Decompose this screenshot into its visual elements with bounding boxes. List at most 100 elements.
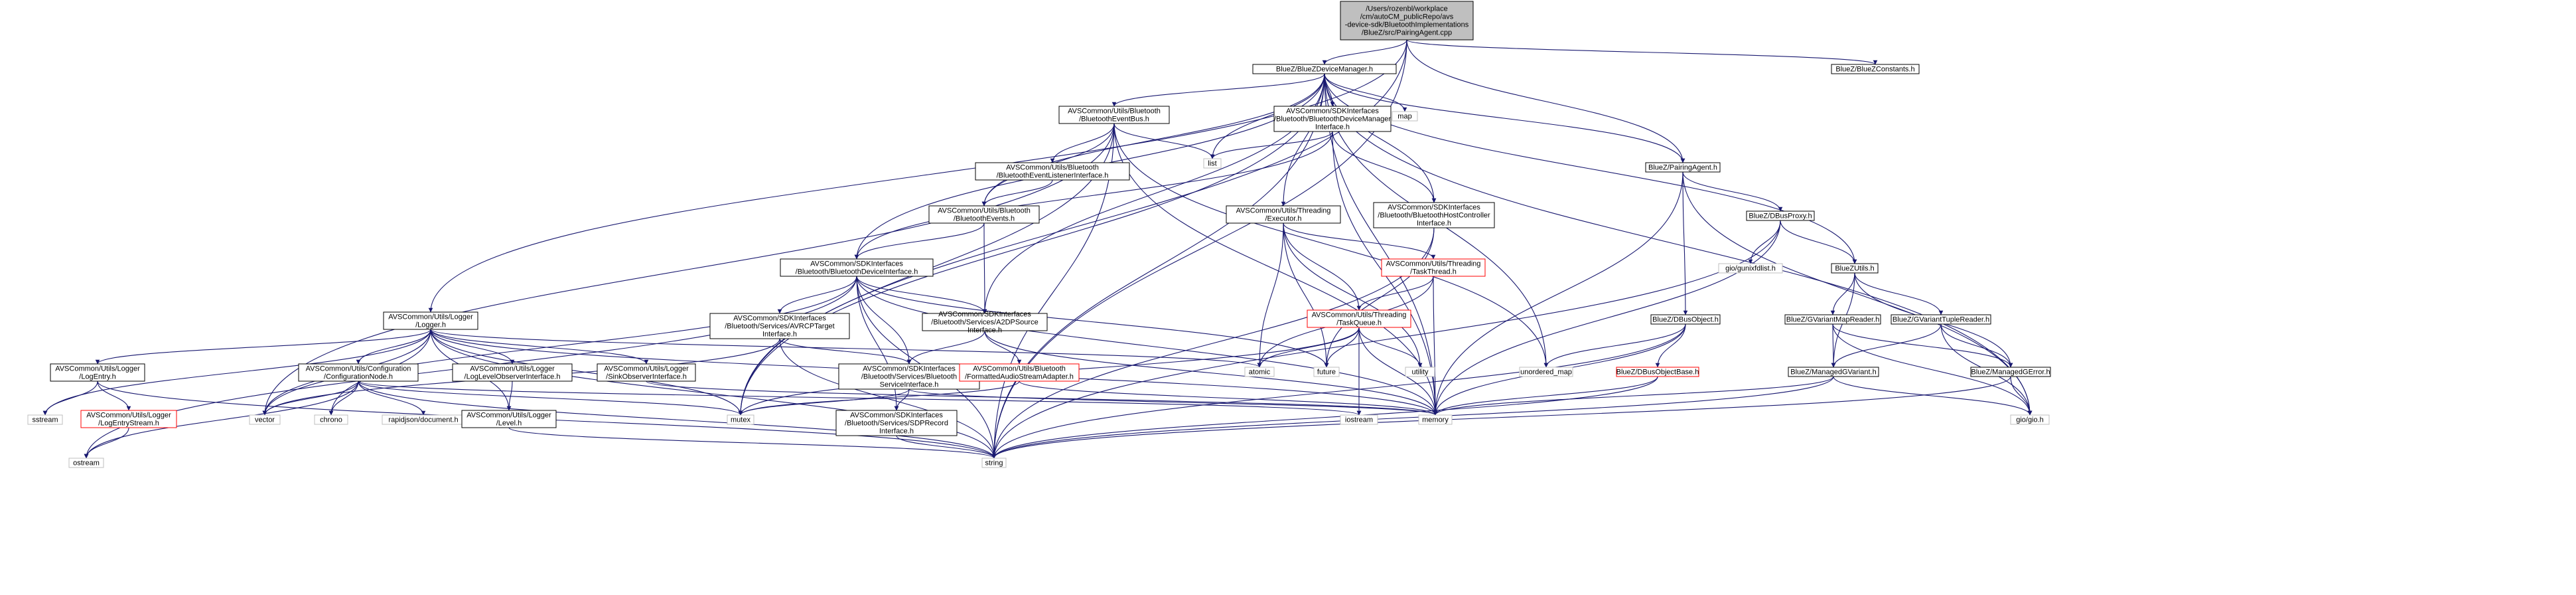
node-avscommon-utils-threading-executor-h[interactable]: AVSCommon/Utils/Threading/Executor.h xyxy=(1226,205,1341,224)
node-label-line: Interface.h xyxy=(762,331,797,339)
node-avscommon-sdkinterfaces-bluetooth-services-bluetoothserviceinterface-h[interactable]: AVSCommon/SDKInterfaces/Bluetooth/Servic… xyxy=(838,363,980,390)
node-label-line: AVSCommon/SDKInterfaces xyxy=(863,365,956,373)
node-label-line: ServiceInterface.h xyxy=(880,381,939,389)
node-box xyxy=(68,458,104,468)
node-avscommon-utils-logger-logentry-h[interactable]: AVSCommon/Utils/Logger/LogEntry.h xyxy=(50,363,145,382)
node-label-line: AVSCommon/Utils/Logger xyxy=(86,412,171,420)
node-avscommon-utils-logger-loglevelobserverinterface-h[interactable]: AVSCommon/Utils/Logger/LogLevelObserverI… xyxy=(452,363,573,382)
node-avscommon-utils-bluetooth-bluetoothevents-h[interactable]: AVSCommon/Utils/Bluetooth/BluetoothEvent… xyxy=(928,205,1040,224)
edge-tasktd-to-memory xyxy=(1433,276,1438,416)
edge-confnode-to-iostream xyxy=(358,381,1361,416)
node-bluez-dbusproxy-h[interactable]: BlueZ/DBusProxy.h xyxy=(1746,211,1815,221)
node-label-line: /Bluetooth/BluetoothDeviceManager xyxy=(1274,116,1391,124)
node-label-line: ostream xyxy=(73,460,100,468)
node-box xyxy=(727,414,754,425)
node-label-line: /ConfigurationNode.h xyxy=(324,373,393,381)
node-bluez-pairingagent-h[interactable]: BlueZ/PairingAgent.h xyxy=(1645,162,1721,173)
node-bluez-bluezconstants-h[interactable]: BlueZ/BlueZConstants.h xyxy=(1831,64,1920,74)
edge-pairing-to-memory xyxy=(1433,171,1683,416)
node-avscommon-utils-logger-sinkobserverinterface-h[interactable]: AVSCommon/Utils/Logger/SinkObserverInter… xyxy=(597,363,696,382)
edge-logger-to-sinkobs xyxy=(430,329,649,365)
node-bluez-managedgvariant-h[interactable]: BlueZ/ManagedGVariant.h xyxy=(1788,367,1879,377)
node-label-line: rapidjson/document.h xyxy=(388,416,458,424)
node-bluez-bluezdevicemanager-h[interactable]: BlueZ/BlueZDeviceManager.h xyxy=(1252,64,1397,74)
edge-dbusbase-to-string xyxy=(991,376,1658,459)
node-box xyxy=(1252,64,1397,74)
node-label-line: string xyxy=(985,460,1003,468)
node-label-line: /FormattedAudioStreamAdapter.h xyxy=(965,373,1074,381)
node-avscommon-utils-logger-level-h[interactable]: AVSCommon/Utils/Logger/Level.h xyxy=(461,410,557,428)
node-label-line: /Bluetooth/Services/A2DPSource xyxy=(931,319,1038,327)
node-label-line: /Logger.h xyxy=(415,321,446,329)
node-box xyxy=(1405,367,1435,377)
node-box xyxy=(2010,414,2050,425)
node-label-line: Interface.h xyxy=(879,428,914,436)
node-box xyxy=(1718,263,1783,274)
node-bluez-dbusobject-h[interactable]: BlueZ/DBusObject.h xyxy=(1650,314,1721,325)
node-label-line: /Bluetooth/BluetoothDeviceInterface.h xyxy=(796,268,918,276)
edge-bdm-to-bzutils xyxy=(1324,73,1857,264)
node-bluezutils-h[interactable]: BlueZUtils.h xyxy=(1831,263,1879,274)
node-avscommon-utils-logger-logger-h[interactable]: AVSCommon/Utils/Logger/Logger.h xyxy=(383,311,478,330)
node-label-line: atomic xyxy=(1249,369,1271,377)
edge-managederr-to-gio xyxy=(2010,376,2033,416)
node-box xyxy=(1418,414,1453,425)
node-label-line: AVSCommon/Utils/Logger xyxy=(604,365,689,373)
node-box xyxy=(780,258,934,277)
node-label-line: AVSCommon/SDKInterfaces xyxy=(733,315,826,323)
node-label-line: AVSCommon/Utils/Logger xyxy=(55,365,140,373)
node-avscommon-sdkinterfaces-bluetooth-bluetoothdeviceinterface-h[interactable]: AVSCommon/SDKInterfaces/Bluetooth/Blueto… xyxy=(780,258,934,277)
edge-llobs-to-level xyxy=(506,381,513,411)
edge-dbusobj-to-umap xyxy=(1543,323,1686,368)
edge-btbus-to-vector xyxy=(262,123,1115,416)
node-unordered-map: unordered_map xyxy=(1519,367,1573,377)
node-avscommon-sdkinterfaces-bluetooth-bluetoothhostcontrollerinterface-h[interactable]: AVSCommon/SDKInterfaces/Bluetooth/Blueto… xyxy=(1373,202,1495,228)
node-avscommon-utils-bluetooth-formattedaudiostreamadapter-h[interactable]: AVSCommon/Utils/Bluetooth/FormattedAudio… xyxy=(959,363,1080,382)
edge-btdevif-to-vector xyxy=(262,276,857,416)
node-bluez-dbusobjectbase-h[interactable]: BlueZ/DBusObjectBase.h xyxy=(1616,367,1699,377)
edge-root-to-logger xyxy=(428,39,1407,313)
node-avscommon-utils-configuration-configurationnode-h[interactable]: AVSCommon/Utils/Configuration/Configurat… xyxy=(298,363,419,382)
edge-logentry-to-logstream xyxy=(97,381,131,411)
edge-avrcp-to-btsvc xyxy=(779,338,912,365)
edges-layer xyxy=(42,39,2033,459)
node-label-line: /TaskThread.h xyxy=(1410,268,1457,276)
edge-managederr-to-string xyxy=(991,376,2011,459)
node-label-line: /Bluetooth/BluetoothHostController xyxy=(1378,212,1490,220)
edge-confnode-to-rapid xyxy=(358,381,426,416)
edge-logger-to-atomic xyxy=(430,329,1262,368)
node-bluez-gvarianttuplereader-h[interactable]: BlueZ/GVariantTupleReader.h xyxy=(1891,314,1991,325)
node-box xyxy=(1519,367,1573,377)
edge-bdm-to-pairing xyxy=(1324,73,1685,163)
node-bluez-managedgerror-h[interactable]: BlueZ/ManagedGError.h xyxy=(1970,367,2051,377)
node-label-line: Interface.h xyxy=(967,327,1002,335)
node-avscommon-utils-threading-taskqueue-h[interactable]: AVSCommon/Utils/Threading/TaskQueue.h xyxy=(1307,309,1411,328)
node-avscommon-utils-logger-logentrystream-h[interactable]: AVSCommon/Utils/Logger/LogEntryStream.h xyxy=(80,410,177,428)
node-avscommon-utils-threading-taskthread-h[interactable]: AVSCommon/Utils/Threading/TaskThread.h xyxy=(1381,258,1486,277)
edge-root-to-bdm xyxy=(1322,39,1407,65)
node-box xyxy=(1313,367,1340,377)
node-avscommon-utils-bluetooth-bluetootheventlistenerinterface-h[interactable]: AVSCommon/Utils/Bluetooth/BluetoothEvent… xyxy=(975,162,1130,181)
node-label-line: BlueZ/ManagedGError.h xyxy=(1971,369,2050,377)
node-users-rozenbl-workplace-cm-autocm-publicrepo-avs-device-sdk-bluetoothimplementations-bluez-src-pairingagent-cpp[interactable]: /Users/rozenbl/workplace/cm/autoCM_publi… xyxy=(1340,1,1474,41)
edge-btdevif-to-a2dp xyxy=(856,276,987,314)
edge-root-to-bconst xyxy=(1406,39,1878,65)
node-box xyxy=(1831,64,1920,74)
edge-btlistener-to-btevents xyxy=(981,179,1053,207)
node-avscommon-sdkinterfaces-bluetooth-bluetoothdevicemanagerinterface-h[interactable]: AVSCommon/SDKInterfaces/Bluetooth/Blueto… xyxy=(1273,106,1392,132)
edge-bdm-to-hostctrl xyxy=(1324,73,1437,203)
node-bluez-gvariantmapreader-h[interactable]: BlueZ/GVariantMapReader.h xyxy=(1784,314,1881,325)
node-avscommon-sdkinterfaces-bluetooth-services-a2dpsourceinterface-h[interactable]: AVSCommon/SDKInterfaces/Bluetooth/Servic… xyxy=(922,311,1048,335)
edge-level-to-string xyxy=(508,427,997,459)
node-gio-gunixfdlist-h: gio/gunixfdlist.h xyxy=(1718,263,1783,274)
edge-confnode-to-vector xyxy=(262,381,359,416)
node-box xyxy=(249,414,281,425)
edge-logger-to-confnode xyxy=(356,329,431,365)
node-avscommon-utils-bluetooth-bluetootheventbus-h[interactable]: AVSCommon/Utils/Bluetooth/BluetoothEvent… xyxy=(1058,106,1170,124)
node-avscommon-sdkinterfaces-bluetooth-services-avrcptargetinterface-h[interactable]: AVSCommon/SDKInterfaces/Bluetooth/Servic… xyxy=(709,313,850,339)
edge-bdm-to-mutex xyxy=(738,73,1325,416)
node-avscommon-sdkinterfaces-bluetooth-services-sdprecordinterface-h[interactable]: AVSCommon/SDKInterfaces/Bluetooth/Servic… xyxy=(835,410,958,436)
node-box xyxy=(597,363,696,382)
edge-taskq-to-memory xyxy=(1358,327,1438,416)
edge-bdm-to-btbus xyxy=(1111,73,1325,107)
